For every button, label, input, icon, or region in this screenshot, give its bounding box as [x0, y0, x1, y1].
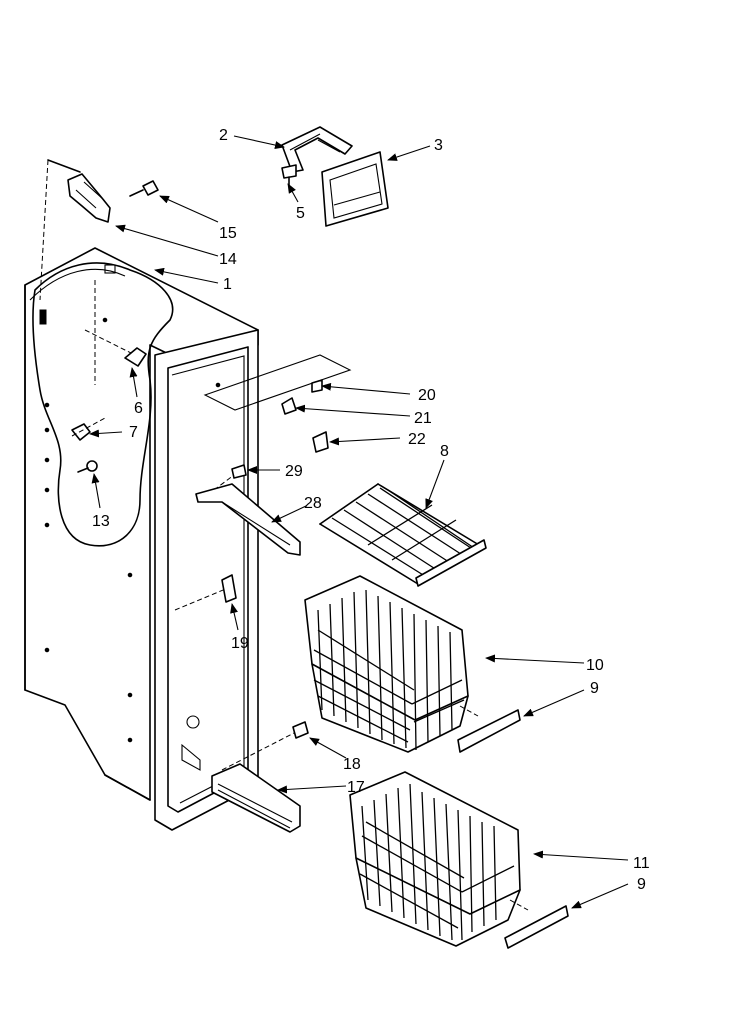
- shelf-slide-part-28: [195, 483, 301, 556]
- basket-part-11: [349, 771, 521, 947]
- bottom-rail-part-17: [211, 763, 301, 833]
- callout-2: 2: [219, 127, 228, 144]
- freezer-liner-part: [24, 159, 352, 831]
- leader-lines: [89, 135, 629, 909]
- callout-19: 19: [231, 635, 249, 652]
- callout-11: 11: [633, 855, 650, 872]
- upper-hinge-part: [47, 159, 111, 223]
- hinge-screw-part: [129, 180, 159, 197]
- basket-divider-part-9b: [504, 899, 569, 949]
- callout-10: 10: [586, 657, 604, 674]
- callout-9-lower: 9: [637, 876, 646, 893]
- clip-part-19: [221, 574, 237, 603]
- callout-3: 3: [434, 137, 443, 154]
- callout-8: 8: [440, 443, 449, 460]
- wire-shelf-part-8: [319, 483, 487, 587]
- callout-5: 5: [296, 205, 305, 222]
- callout-1: 1: [223, 276, 232, 293]
- callout-28: 28: [304, 495, 322, 512]
- callout-22: 22: [408, 431, 426, 448]
- small-parts-20-21-22: [281, 379, 329, 453]
- callout-18: 18: [343, 756, 361, 773]
- callout-9-upper: 9: [590, 680, 599, 697]
- clip-part-6: [124, 347, 147, 367]
- screw-part-18: [221, 721, 309, 771]
- callout-labels: 2 3 5 15 14 1 6 7 13 20 21 22 8 29 28 19…: [92, 127, 650, 893]
- bracket-screw-part: [281, 164, 297, 187]
- callout-13: 13: [92, 513, 110, 530]
- basket-divider-part-9a: [457, 705, 521, 753]
- callout-14: 14: [219, 251, 237, 268]
- callout-17: 17: [347, 779, 365, 796]
- callout-7: 7: [129, 424, 138, 441]
- callout-20: 20: [418, 387, 436, 404]
- clip-part-13: [77, 460, 98, 473]
- basket-part-10: [304, 575, 469, 753]
- callout-6: 6: [134, 400, 143, 417]
- callout-21: 21: [414, 410, 432, 427]
- callout-15: 15: [219, 225, 237, 242]
- light-cover-part: [321, 151, 389, 227]
- callout-29: 29: [285, 463, 303, 480]
